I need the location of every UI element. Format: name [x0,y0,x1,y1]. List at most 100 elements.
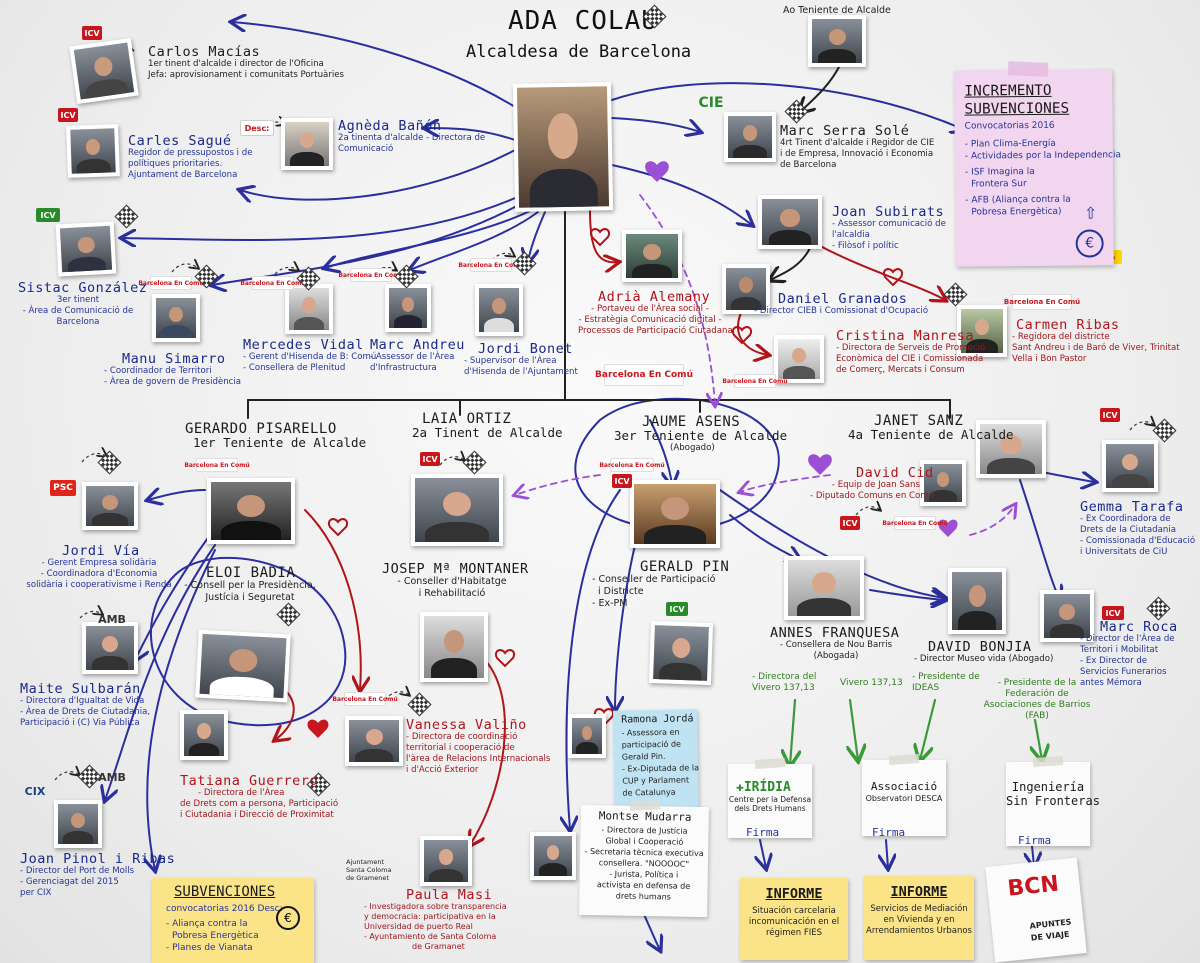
arrow-ada-mercedes [325,209,533,268]
photo-annes [784,556,864,620]
person-agneda-banon: Agnèda Bañón 2a tinenta d'alcalde - Dire… [338,118,486,154]
desc-logo: Desc: [240,120,274,136]
heart-icon-cristina [883,268,903,287]
photo-mercedes [285,284,333,334]
arrow-ada-joan [611,164,752,225]
person-gerardo: GERARDO PISARELLO 1er Teniente de Alcald… [185,421,367,450]
arrow-ada-carlos [232,22,521,111]
note-desca: Associació Observatori DESCA [862,753,946,836]
page-title: ADA COLAU [508,6,658,36]
barcelona-en-comu-logo-big: Barcelona En Comú [595,364,693,386]
barcelona-en-comu-logo: Barcelona En Comú [722,374,788,388]
person-joan-pinol: Joan Pinol i Ribas - Director del Port d… [20,851,176,898]
note-subvenciones: SUBVENCIONES convocatorias 2016 Desc: - … [152,878,314,963]
arrow-adria [589,209,618,262]
firma-label-1: Firma [746,826,780,839]
person-jordi-bonet: Jordi Bonet - Supervisor de l'Àrea d'His… [464,341,578,377]
photo-gemma [1102,440,1158,492]
amb-logo: AMB [98,770,126,784]
icv-logo: ICV [1102,606,1124,620]
up-arrow-icon: ⇧ [1083,203,1098,223]
person-carmen: Carmen Ribas - Regidora del districte Sa… [1012,317,1180,364]
photo-ada-colau [512,82,614,212]
person-paula: Paula Masi - Investigadora sobre transpa… [364,887,507,951]
euro-icon: € [1075,229,1104,258]
arrow-ada-carles [240,149,516,200]
photo-eloi [195,629,291,703]
barcelona-en-comu-logo: Barcelona En Comú [240,276,306,290]
photo-gerardo [207,478,295,544]
arrow-ada-agneda [425,128,516,141]
dashed-janet [969,505,1015,536]
photo-gerald [648,620,714,686]
cie-logo: CIE [698,95,724,111]
person-marc-andreu: Marc Andreu - Assessor de l'Àrea d'Infra… [370,337,465,373]
icv-logo: ICV [36,208,60,222]
cix-logo: CIX [24,784,46,798]
photo-sistac [55,221,117,277]
photo-carlos-macias [69,37,139,105]
photo-joan-pinol [54,800,102,848]
photo-tatiana [180,710,228,760]
top-label: Ao Teniente de Alcalde [783,5,891,16]
person-cristina: Cristina Manresa - Directora de Serveis … [836,328,986,375]
photo-ramona [568,714,606,758]
person-jordi-via: Jordi Vía - Gerent Empresa solidària - C… [26,543,172,590]
arrow-eloi-tatiana [275,689,295,740]
barcelona-en-comu-logo: Barcelona En Comú [138,276,204,290]
plus-icon: ✚ [736,780,744,795]
person-josep: JOSEP Mª MONTANER - Conseller d'Habitatg… [382,561,529,599]
dashed-ada-jaume [639,194,715,405]
heart-icon-josep [495,649,515,668]
arrow-jaume-annes [729,514,800,560]
photo-vanessa [345,716,403,766]
person-annes: ANNES FRANQUESA - Consellera de Nou Barr… [770,625,900,661]
photo-joan-subirats [758,195,822,249]
person-joan-subirats: Joan Subirats - Assessor comunicació de … [832,204,946,251]
dashed-jaume-laia [515,474,601,495]
arrow-gerardo-joanpinol [105,544,216,800]
photo-cristina [774,335,824,383]
ajuntament-logo: Ajuntament Santa Coloma de Gramenet [346,858,392,882]
barcelona-en-comu-logo: Barcelona En Comú [458,258,524,272]
photo-adria [622,230,682,282]
arrow-ada-marcserra [611,117,700,132]
arrow-joan-daniel [770,247,811,280]
heart-icon-gerardo [328,518,348,537]
icv-logo: ICV [612,474,632,488]
arrow-ada-marcandreu [410,211,539,270]
photo-top-teniente [808,15,866,67]
label-ideas: - Presidente de IDEAS [912,672,980,693]
arrow-firma2 [886,839,888,868]
barcelona-en-comu-logo: Barcelona En Comú [332,692,398,706]
person-eloi: ELOI BADIA - Consell per la Presidència,… [184,565,316,603]
person-mercedes: Mercedes Vidal - Gerent d'Hisenda de B: … [243,337,377,373]
note-isf: Ingeniería Sin Fronteras [1006,755,1100,846]
arrow-ada-manu [212,199,529,285]
arrow-josep-paula [470,659,506,845]
circle-eloi [150,556,347,727]
photo-carmen [957,305,1007,357]
broken-heart-icon-david [808,454,832,475]
amb-logo: AMB [98,612,126,626]
icv-logo: ICV [1100,408,1120,422]
person-marc-roca: Marc Roca - Director de l'Àrea de Territ… [1080,619,1178,688]
euro-icon: € [276,906,300,930]
green-desca2 [920,698,937,760]
arrow-ada-sistac [122,194,523,240]
person-manu: Manu Simarro - Coordinador de Territori … [104,351,242,387]
psc-logo: PSC [50,480,76,496]
label-fab: - Presidente de la Federación de Asociac… [983,678,1091,721]
arrow-annes-bonjia [869,589,945,600]
person-david-cid: David Cid - Equip de Joan Sans - Diputad… [810,465,935,501]
person-carles-sague: Carles Sagué Regidor de pressupostos i d… [128,133,253,180]
green-isf [1035,718,1042,760]
firma-label-2: Firma [872,826,906,839]
photo-david-cid [920,460,966,506]
person-carlos-macias: Carlos Macías 1er tinent d'alcalde i dir… [148,44,344,80]
dashed-davidcid-jaume [740,474,831,492]
arrow-ada-jordibonet [528,211,546,262]
label-vivero-left: - Directora del Vivero 137,13 [752,672,817,693]
